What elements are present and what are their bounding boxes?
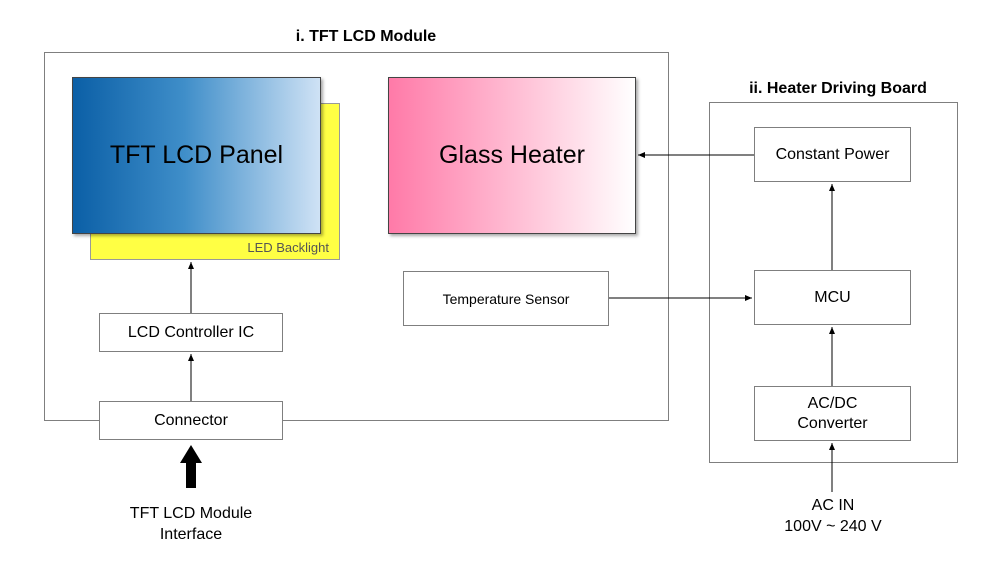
interface-thick-arrow [180,445,202,488]
constant-power-block: Constant Power [754,127,911,182]
acdc-converter-block: AC/DC Converter [754,386,911,441]
tft-lcd-module-frame [44,52,669,421]
module-interface-line2: Interface [159,526,223,543]
connector-label: Connector [154,411,228,429]
constant-power-label: Constant Power [775,145,890,163]
acdc-label-line2: Converter [797,414,868,432]
lcd-controller-label: LCD Controller IC [127,323,255,341]
led-backlight-label: LED Backlight [247,240,329,255]
mcu-label: MCU [814,288,851,306]
acdc-label-line1: AC/DC [807,394,858,412]
glass-heater-label: Glass Heater [439,141,585,169]
connector-block: Connector [99,401,283,440]
ac-in-line2: 100V ~ 240 V [784,518,882,535]
lcd-controller-block: LCD Controller IC [99,313,283,352]
heater-board-title: ii. Heater Driving Board [749,80,927,97]
temperature-sensor-label: Temperature Sensor [442,290,570,307]
mcu-block: MCU [754,270,911,325]
module-interface-label: TFT LCD Module Interface [91,503,291,545]
ac-in-label: AC IN 100V ~ 240 V [733,495,933,537]
module-interface-line1: TFT LCD Module [129,505,253,522]
tft-lcd-panel-label: TFT LCD Panel [109,141,284,169]
glass-heater: Glass Heater [388,77,636,234]
heater-driving-board-frame [709,102,958,463]
module-title: i. TFT LCD Module [295,28,437,45]
ac-in-line1: AC IN [811,497,855,514]
tft-lcd-panel: TFT LCD Panel [72,77,321,234]
temperature-sensor-block: Temperature Sensor [403,271,609,326]
